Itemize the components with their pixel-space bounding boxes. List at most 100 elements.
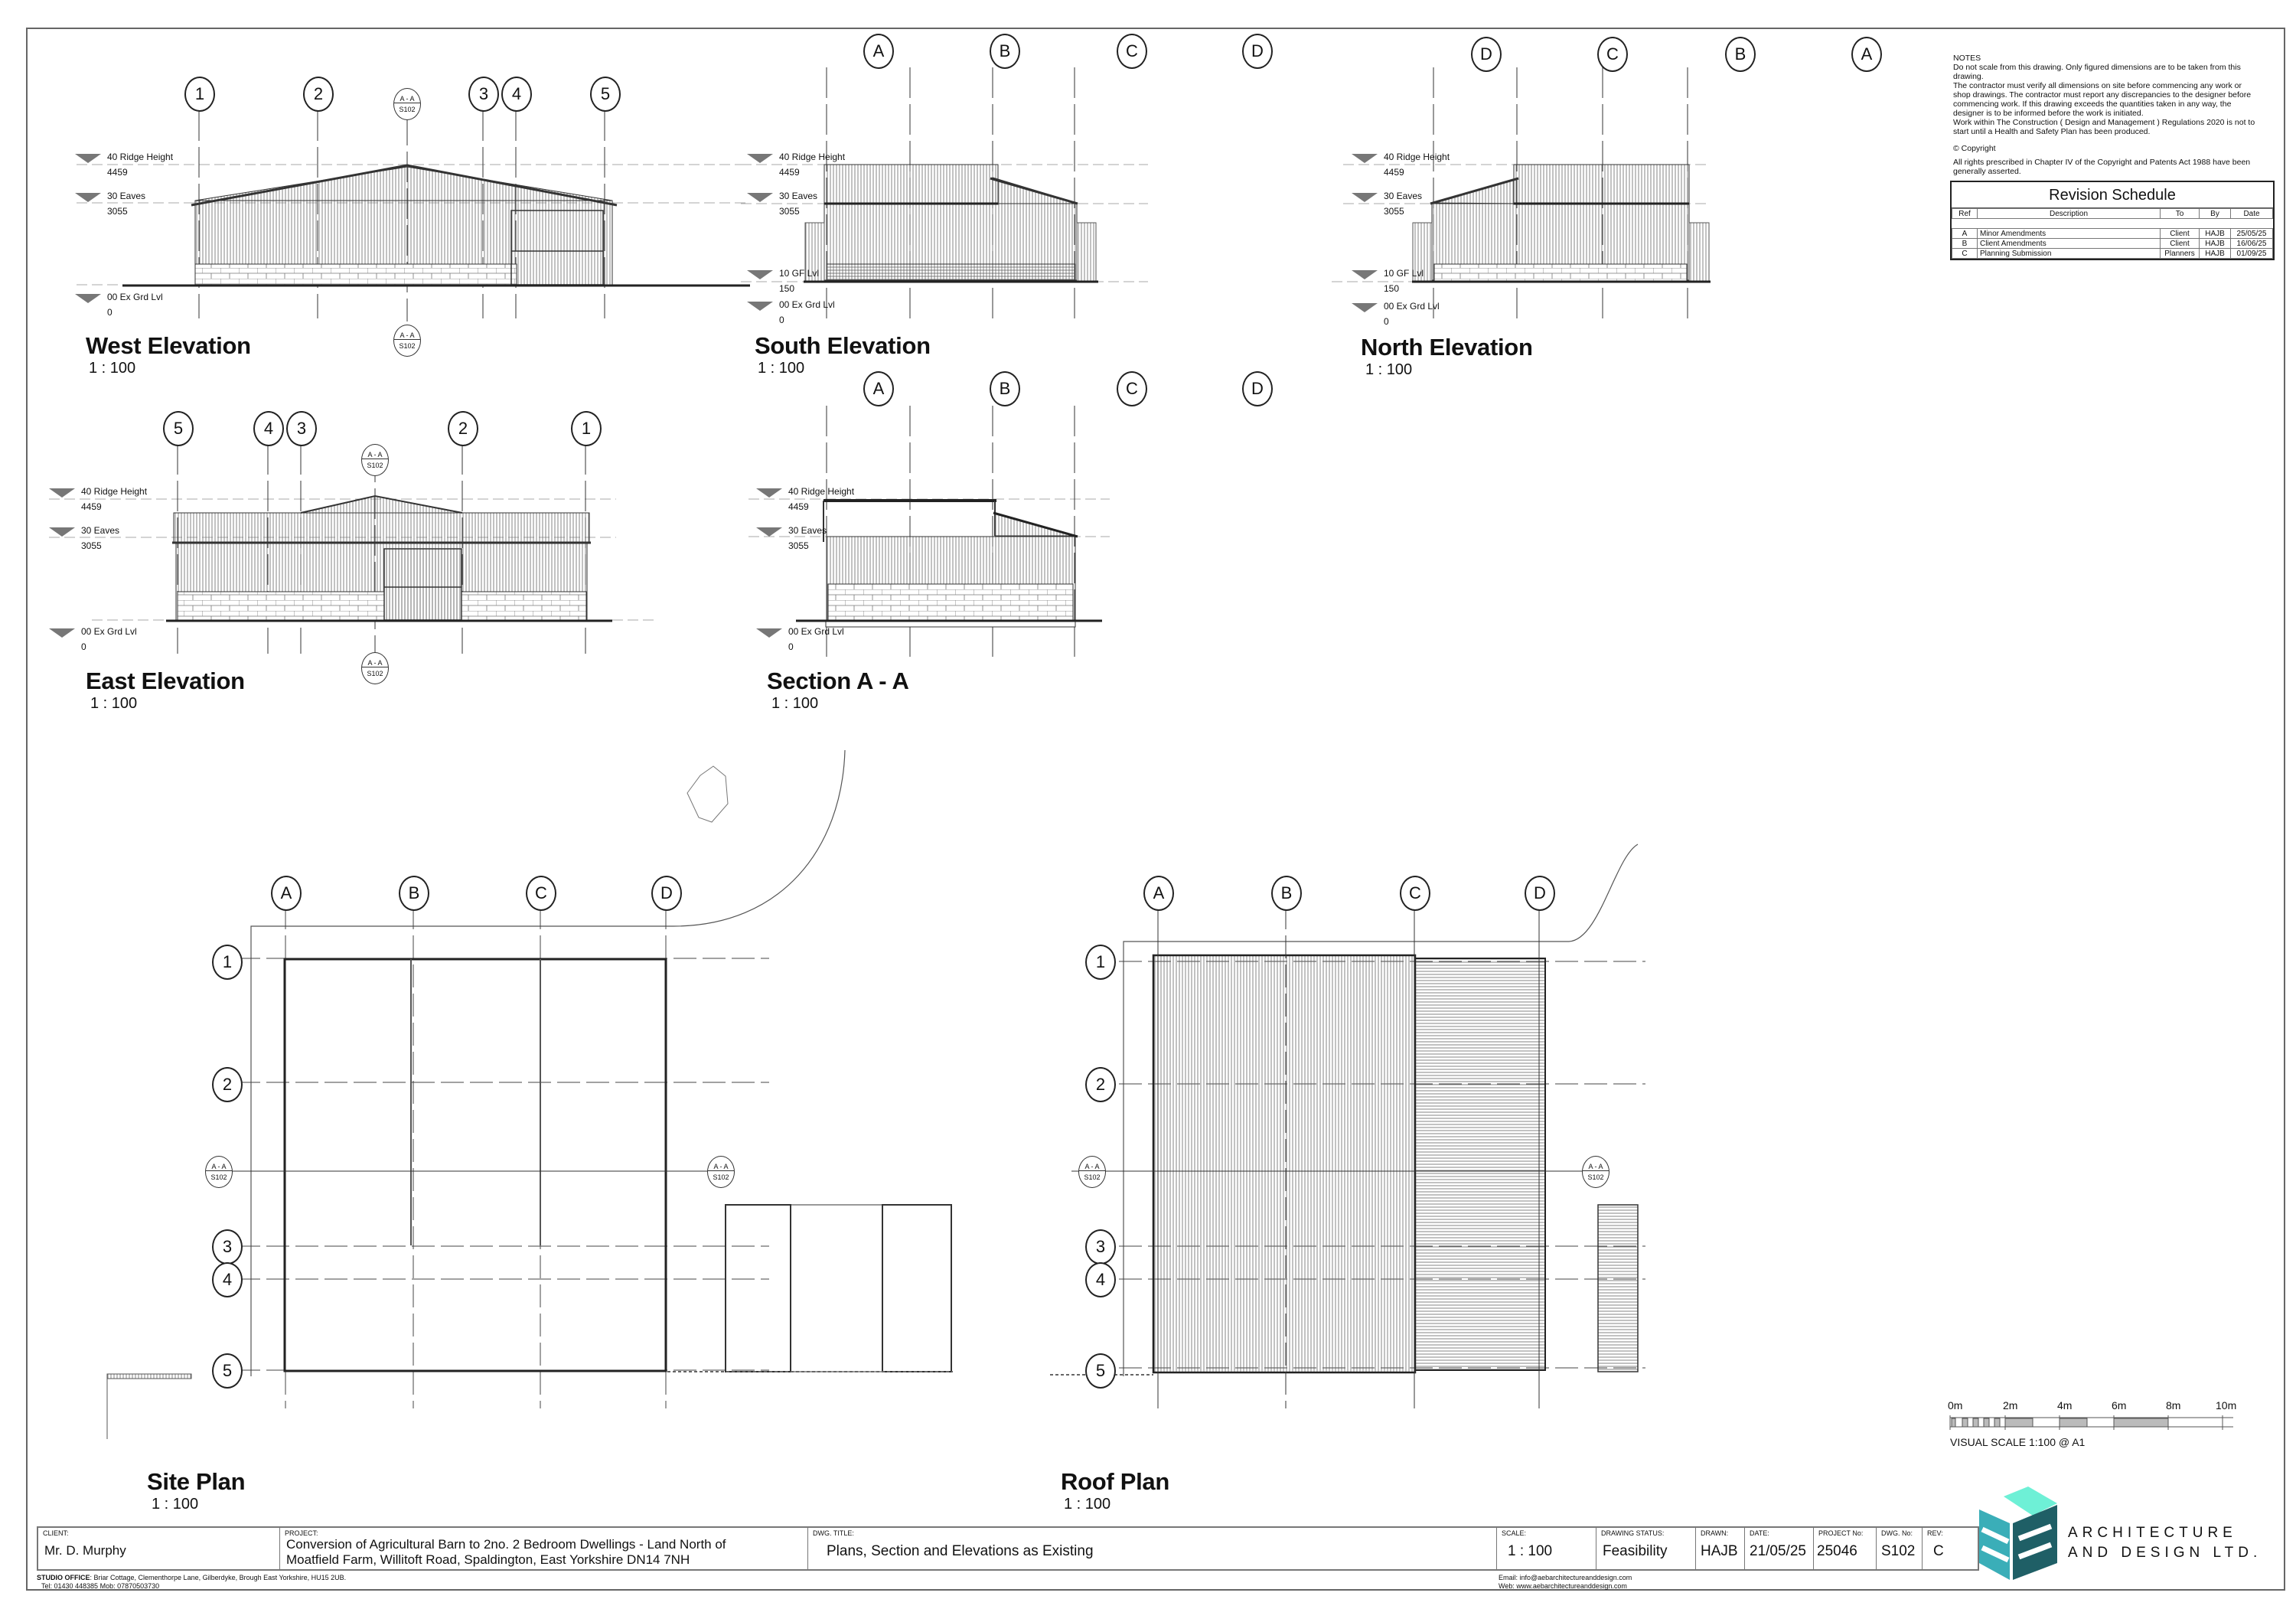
visual-scale-bar [1949, 1415, 2233, 1430]
level-value: 3055 [1384, 206, 1404, 217]
date-cell: DATE: 21/05/25 [1745, 1528, 1814, 1569]
client-cell: CLIENT: Mr. D. Murphy [38, 1528, 280, 1569]
drawing-status-cell: DRAWING STATUS: Feasibility [1596, 1528, 1696, 1569]
grid-bubble: D [1242, 371, 1273, 406]
level-name: 00 Ex Grd Lvl [1384, 301, 1440, 312]
revision-header-ref: Ref [1952, 208, 1978, 219]
grid-bubble: 4 [501, 77, 532, 112]
section-a-a-marker[interactable]: A - A S102 [361, 652, 389, 684]
level-triangle-icon [1352, 270, 1378, 279]
section-marker-ref: A - A [206, 1163, 232, 1171]
drawing-status-value: Feasibility [1603, 1543, 1668, 1559]
east-elevation-drawing [49, 444, 658, 658]
east-elevation-title: East Elevation [86, 667, 245, 694]
level-value: 0 [788, 641, 794, 652]
north-elevation-drawing [1332, 67, 1711, 321]
level-triangle-icon [1352, 154, 1378, 163]
level-triangle-icon [49, 527, 75, 537]
south-elevation-scale: 1 : 100 [758, 360, 805, 377]
project-number-cell: PROJECT No: 25046 [1814, 1528, 1877, 1569]
level-value: 4459 [81, 501, 102, 512]
grid-bubble: 4 [253, 411, 284, 446]
drawing-status-label: DRAWING STATUS: [1601, 1529, 1665, 1537]
date-value: 21/05/25 [1750, 1543, 1806, 1559]
level-triangle-icon [756, 488, 782, 498]
grid-bubble: A [1143, 876, 1174, 911]
south-elevation-title: South Elevation [755, 332, 931, 359]
studio-office-address: STUDIO OFFICE: Briar Cottage, Clementhor… [37, 1574, 346, 1591]
level-value: 0 [1384, 316, 1389, 327]
grid-bubble: 1 [184, 77, 215, 112]
scale-tick-label: 0m [1948, 1399, 1963, 1411]
grid-bubble: A [863, 371, 894, 406]
studio-office-text: : Briar Cottage, Clementhorpe Lane, Gilb… [90, 1574, 347, 1581]
grid-bubble: B [399, 876, 429, 911]
level-name: 00 Ex Grd Lvl [779, 299, 835, 310]
section-a-a-marker[interactable]: A - A S102 [1582, 1156, 1609, 1188]
level-name: 00 Ex Grd Lvl [107, 292, 163, 302]
level-name: 40 Ridge Height [779, 152, 846, 162]
level-value: 4459 [779, 167, 800, 178]
grid-bubble: D [1471, 37, 1502, 72]
grid-bubble: 1 [212, 945, 243, 980]
south-elevation-drawing [741, 67, 1148, 321]
section-a-a-drawing [748, 406, 1110, 657]
visual-scale-caption: VISUAL SCALE 1:100 @ A1 [1950, 1436, 2086, 1448]
level-triangle-icon [49, 488, 75, 498]
company-name-line1: ARCHITECTURE [2068, 1525, 2237, 1541]
level-name: 10 GF Lvl [779, 268, 820, 279]
notes-line: The contractor must verify all dimension… [1953, 81, 2252, 118]
revision-row: B Client Amendments Client HAJB 16/06/25 [1952, 238, 2273, 249]
section-marker-sheet: S102 [367, 670, 383, 677]
grid-bubble: 5 [163, 411, 194, 446]
project-value: Conversion of Agricultural Barn to 2no. … [286, 1537, 726, 1567]
site-plan-title: Site Plan [147, 1468, 246, 1495]
grid-bubble: 3 [286, 411, 317, 446]
section-marker-ref: A - A [1583, 1163, 1609, 1171]
drawing-sheet-border [26, 28, 2285, 1591]
revision-blank-row [1952, 218, 2273, 229]
scale-label: SCALE: [1502, 1529, 1527, 1537]
grid-bubble: B [990, 371, 1020, 406]
revision-by: HAJB [2199, 238, 2231, 249]
revision-description: Planning Submission [1977, 248, 2161, 259]
company-logo-icon [1979, 1487, 2057, 1580]
grid-bubble: 2 [303, 77, 334, 112]
level-value: 150 [779, 283, 795, 294]
level-name: 00 Ex Grd Lvl [81, 626, 137, 637]
level-triangle-icon [75, 154, 101, 163]
drawing-title-cell: DWG. TITLE: Plans, Section and Elevation… [808, 1528, 1497, 1569]
project-number-value: 25046 [1817, 1543, 1857, 1559]
revision-schedule-title: Revision Schedule [1952, 182, 2273, 208]
level-name: 40 Ridge Height [81, 486, 148, 497]
drawing-number-value: S102 [1881, 1543, 1916, 1559]
level-triangle-icon [747, 270, 773, 279]
section-marker-sheet: S102 [367, 462, 383, 469]
revision-by: HAJB [2199, 228, 2231, 239]
east-elevation-scale: 1 : 100 [90, 695, 138, 712]
drawn-value: HAJB [1701, 1543, 1738, 1559]
section-marker-ref: A - A [362, 659, 388, 667]
grid-bubble: D [1242, 34, 1273, 69]
revision-row: C Planning Submission Planners HAJB 01/0… [1952, 248, 2273, 259]
drawing-number-cell: DWG. No: S102 [1877, 1528, 1923, 1569]
revision-date: 16/06/25 [2230, 238, 2273, 249]
level-name: 30 Eaves [788, 525, 827, 536]
revision-to: Client [2160, 238, 2200, 249]
section-marker-sheet: S102 [1587, 1173, 1604, 1181]
grid-bubble: 5 [212, 1353, 243, 1389]
notes-line: Do not scale from this drawing. Only fig… [1953, 63, 2241, 81]
